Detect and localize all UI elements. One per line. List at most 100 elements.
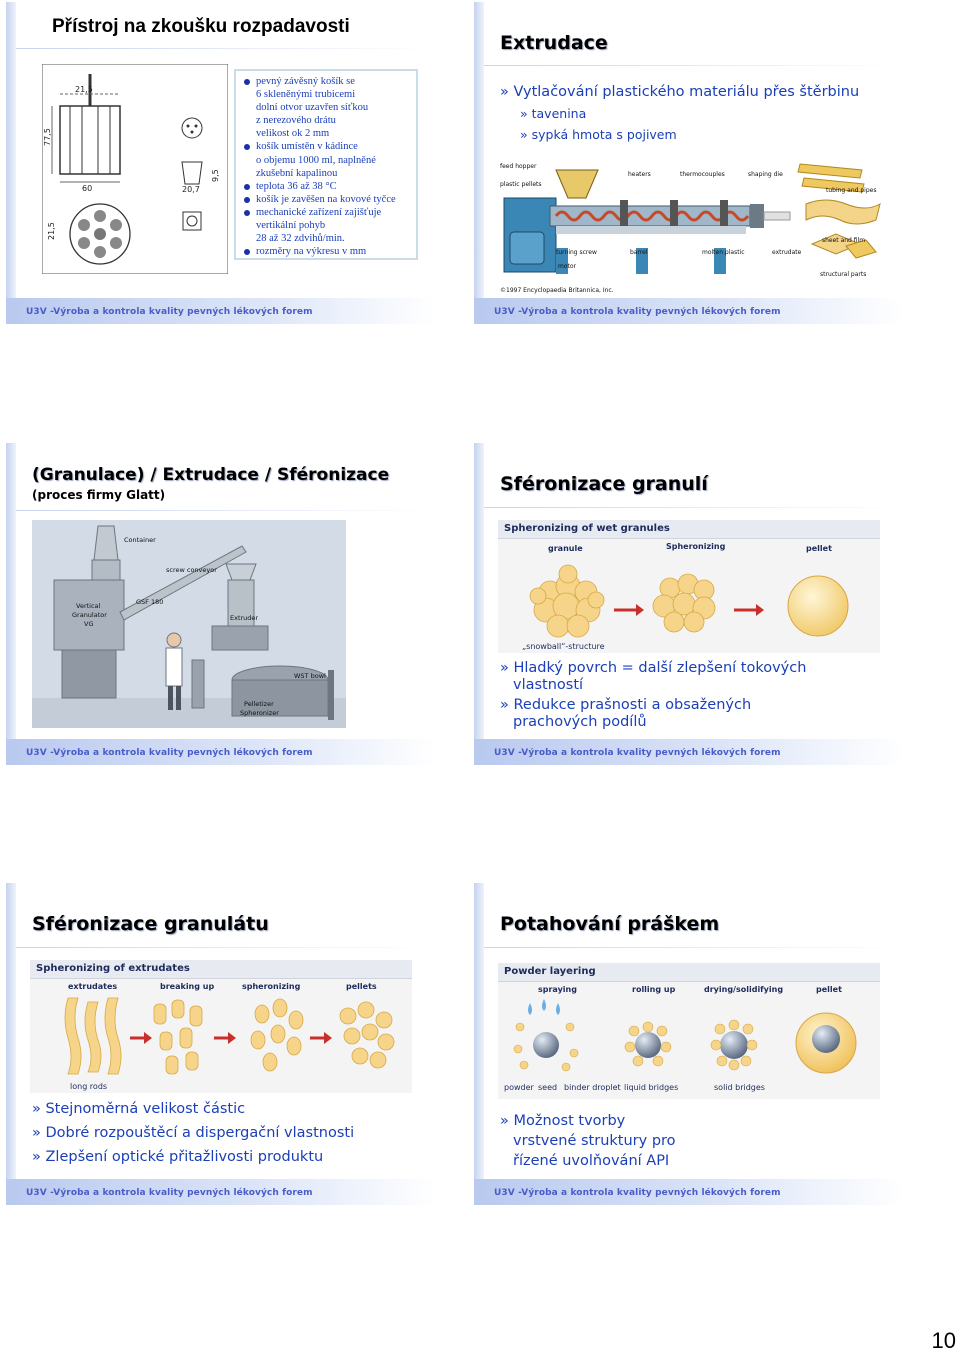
step-label: pellets (346, 982, 377, 991)
bullet-list: » Možnost tvorby vrstvené struktury pro … (500, 1111, 676, 1171)
figure-caption: „snowball“-structure (522, 642, 605, 651)
bullet-list: » Hladký povrch = další zlepšení tokovýc… (500, 660, 806, 731)
spheronizing-wet-granules-figure: Spheronizing of wet granules granule Sph… (498, 520, 880, 653)
slide-title: Sféronizace granulátu (32, 913, 269, 935)
bullet-subitem: » tavenina (520, 106, 587, 121)
layering-stages (513, 999, 857, 1074)
spec-text: teplota 36 až 38 °C (256, 180, 337, 192)
slide-side-bar (6, 2, 16, 324)
slide-title: Potahování práškem (500, 913, 720, 935)
slide-title: Sféronizace granulí (500, 473, 708, 495)
slide-subtitle: (proces firmy Glatt) (32, 488, 166, 502)
footer-text: U3V -Výroba a kontrola kvality pevných l… (26, 748, 313, 758)
label-shaping-die: shaping die (748, 171, 783, 178)
footer-text: U3V -Výroba a kontrola kvality pevných l… (494, 1188, 781, 1198)
powder-layering-figure: Powder layering spraying rolling up dryi… (498, 963, 880, 1099)
slide-title: Extrudace (500, 32, 608, 54)
dim-label: 21,5 (75, 85, 93, 94)
label-pelletizer: Pelletizer (244, 700, 274, 708)
label-thermocouples: thermocouples (680, 171, 725, 178)
bullet-dot-icon (244, 144, 250, 151)
slide-side-bar (6, 883, 16, 1205)
bullet-item: » Stejnoměrná velikost částic (32, 1101, 246, 1117)
title-underline (484, 65, 904, 66)
spheronizing-extrudates-figure: Spheronizing of extrudates extrudates br… (30, 960, 412, 1093)
copyright-text: ©1997 Encyclopaedia Britannica, Inc. (500, 287, 614, 294)
label-vg-line2: Granulator (72, 611, 107, 619)
disintegration-basket-drawing: 21,5 77,5 60 20,7 9,5 21,5 (42, 64, 228, 274)
spec-text: pevný závěsný košík se (256, 76, 355, 87)
step-label: rolling up (632, 985, 676, 994)
title-underline (484, 507, 904, 508)
dim-label: 60 (82, 184, 92, 193)
step-label: extrudates (68, 982, 118, 991)
bullet-item: » Vytlačování plastického materiálu přes… (500, 84, 860, 100)
footer-text: U3V -Výroba a kontrola kvality pevných l… (26, 1188, 313, 1198)
label-spheronizer: Spheronizer (240, 709, 279, 717)
bullet-item-cont: prachových podílů (513, 714, 647, 730)
label-turning-screw: turning screw (556, 249, 597, 256)
bullet-dot-icon (244, 183, 250, 190)
label-container: Container (124, 536, 156, 544)
bullet-item: » Dobré rozpouštěcí a dispergační vlastn… (32, 1125, 355, 1141)
spec-bullet-cont: 6 skleněnými trubicemi (244, 88, 396, 101)
label-vg-line3: VG (84, 620, 93, 628)
extruder-diagram: feed hopper plastic pellets heaters ther… (500, 160, 890, 296)
step-label: drying/solidifying (704, 985, 784, 994)
bullet-item: » Zlepšení optické přitažlivosti produkt… (32, 1149, 324, 1165)
spec-text: dolní otvor uzavřen síťkou (256, 102, 369, 114)
spec-bullet: teplota 36 až 38 °C (244, 180, 396, 193)
spec-text: vertikální pohyb (256, 220, 326, 232)
label-motor: motor (558, 263, 577, 270)
slide-spheronization-granulate: Sféronizace granulátu Spheronizing of ex… (6, 883, 436, 1205)
spec-text: zkušební kapalinou (256, 167, 338, 179)
step-label: Spheronizing (666, 542, 726, 551)
slide-spheronization-granules: Sféronizace granulí Spheronizing of wet … (474, 443, 904, 765)
slide-title: (Granulace) / Extrudace / Sféronizace (32, 465, 390, 485)
step-label: spheronizing (242, 982, 301, 991)
caption-liquid-bridges: liquid bridges (624, 1083, 679, 1092)
footer-text: U3V -Výroba a kontrola kvality pevných l… (494, 748, 781, 758)
label-wst-bowl: WST bowl (294, 672, 326, 680)
slide-footer: U3V -Výroba a kontrola kvality pevných l… (474, 1179, 904, 1205)
step-label: pellet (816, 985, 842, 994)
spec-bullet-cont: o objemu 1000 ml, naplněné (244, 154, 396, 167)
spec-bullet: mechanické zařízení zajišťuje (244, 206, 396, 219)
label-screw-conveyor: screw conveyor (166, 566, 217, 574)
title-underline (16, 48, 436, 49)
caption-seed: seed (538, 1083, 558, 1092)
step-label: breaking up (160, 982, 215, 991)
label-feed-hopper: feed hopper (500, 163, 537, 170)
dim-label: 9,5 (211, 169, 220, 182)
granule-stages (529, 564, 849, 638)
bullet-item: » Možnost tvorby (500, 1113, 626, 1129)
label-extrudate: extrudate (772, 249, 802, 256)
caption-binder-droplet: binder droplet (564, 1083, 621, 1092)
footer-text: U3V -Výroba a kontrola kvality pevných l… (494, 307, 781, 317)
caption-powder: powder (504, 1083, 534, 1092)
slide-side-bar (474, 443, 484, 765)
spec-text: z nerezového drátu (256, 115, 336, 127)
spec-text: rozměry na výkresu v mm (256, 246, 367, 258)
bullet-dot-icon (244, 249, 250, 256)
spec-bullet: košík je zavěšen na kovové tyčce (244, 193, 396, 206)
spec-text: o objemu 1000 ml, naplněné (256, 154, 376, 166)
spec-text: mechanické zařízení zajišťuje (256, 206, 382, 218)
slide-title: Přístroj na zkoušku rozpadavosti (52, 16, 350, 37)
figure-title: Spheronizing of wet granules (498, 520, 880, 539)
footer-text: U3V -Výroba a kontrola kvality pevných l… (26, 307, 313, 317)
spec-bullet-cont: 28 až 32 zdvihů/min. (244, 232, 396, 245)
label-tubing: tubing and pipes (826, 187, 876, 194)
step-label: granule (548, 544, 583, 553)
spec-bullet-cont: z nerezového drátu (244, 114, 396, 127)
label-barrel: barrel (630, 249, 648, 256)
spec-bullet-cont: velikost ok 2 mm (244, 127, 396, 140)
bullet-item-cont: vlastností (513, 677, 584, 693)
slide-extrusion: Extrudace » Vytlačování plastického mate… (474, 2, 904, 324)
slide-footer: U3V -Výroba a kontrola kvality pevných l… (474, 739, 904, 765)
bullet-item: » Redukce prašnosti a obsažených (500, 697, 752, 713)
bullet-list: » Vytlačování plastického materiálu přes… (500, 84, 859, 143)
bullet-subitem: » sypká hmota s pojivem (520, 127, 677, 142)
slide-footer: U3V -Výroba a kontrola kvality pevných l… (6, 298, 436, 324)
